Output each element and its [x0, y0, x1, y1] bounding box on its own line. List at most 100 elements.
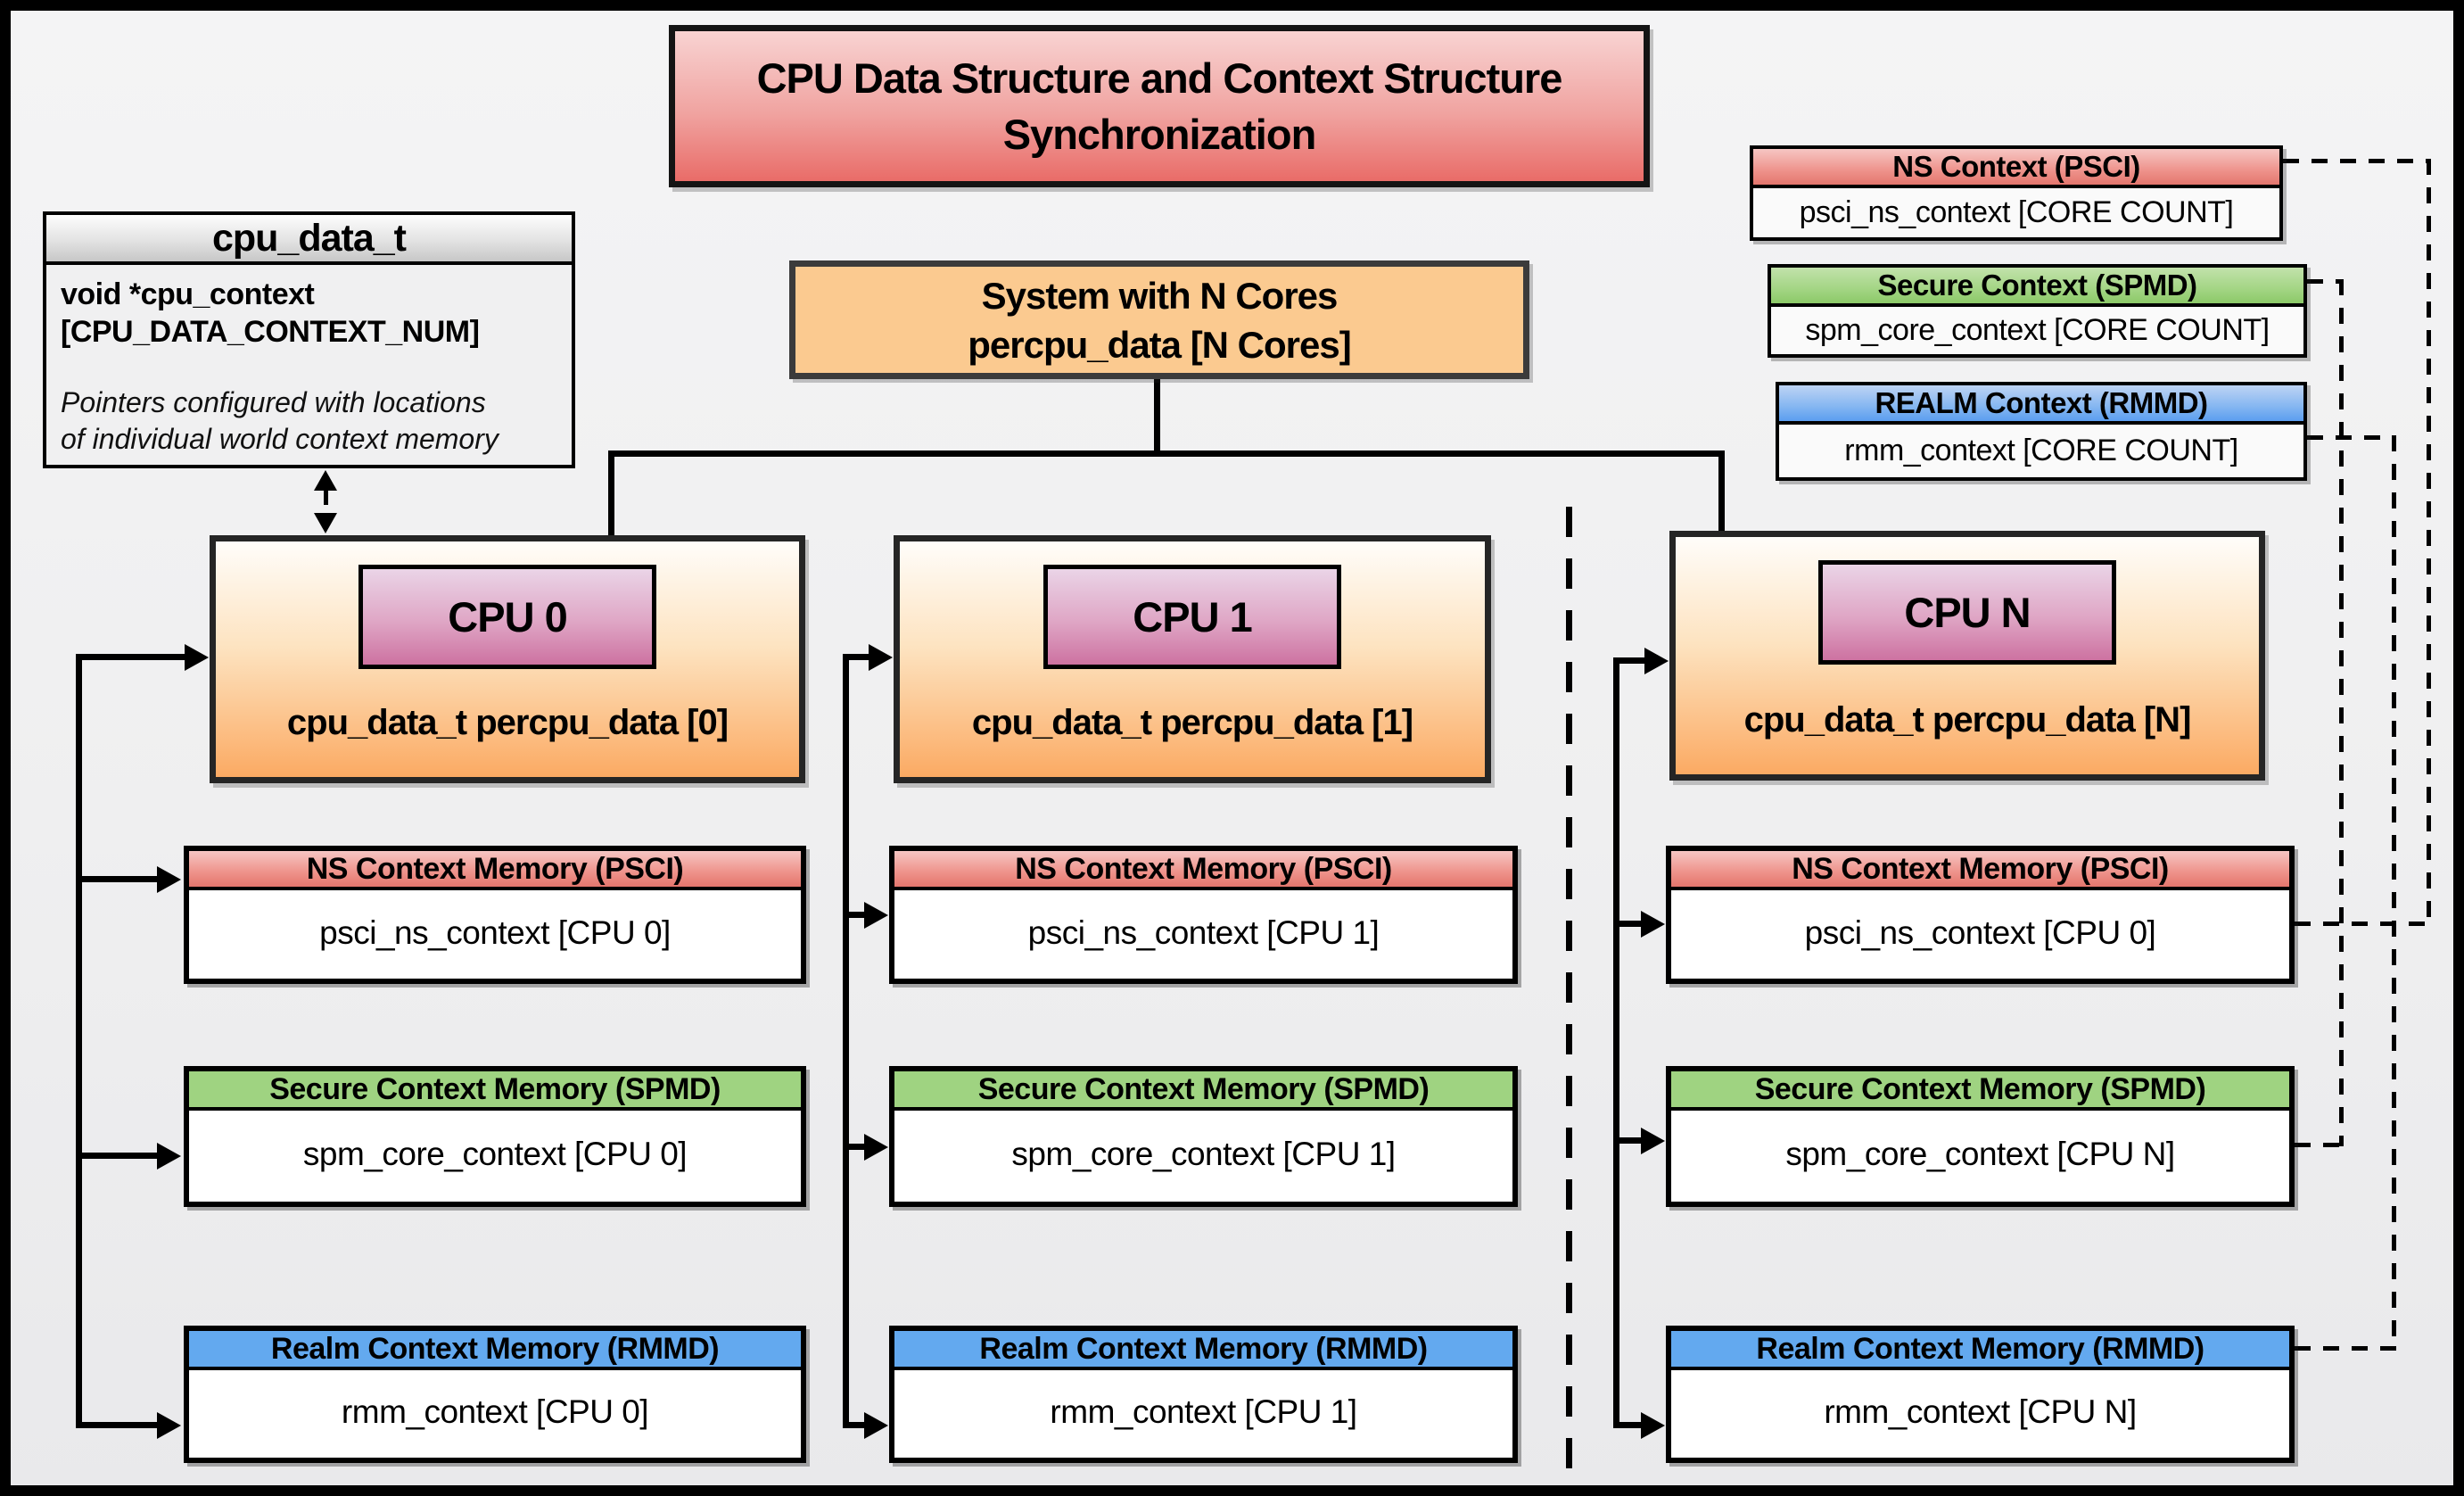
cpu0-ns-arrow-line	[82, 876, 157, 882]
branch-horizontal-line	[608, 450, 1725, 457]
legend-realm-body: rmm_context [CORE COUNT]	[1779, 425, 2303, 477]
cpu1-realm-context-memory-box: Realm Context Memory (RMMD) rmm_context …	[889, 1326, 1518, 1463]
legend-secure-dashed-horizontal	[2307, 279, 2343, 284]
system-box: System with N Cores percpu_data [N Cores…	[789, 260, 1529, 379]
legend-secure-body: spm_core_context [CORE COUNT]	[1771, 307, 2303, 354]
cpun-ns-arrow-line	[1619, 921, 1643, 927]
struct-note-line2: of individual world context memory	[61, 423, 499, 455]
legend-secure-dashed-vertical	[2339, 279, 2344, 1146]
cpu0-ns-header: NS Context Memory (PSCI)	[189, 851, 801, 890]
cpun-realm-arrow-line	[1619, 1422, 1643, 1428]
cpu0-realm-arrow-line	[82, 1422, 157, 1428]
legend-ns-context: NS Context (PSCI) psci_ns_context [CORE …	[1750, 145, 2283, 241]
cpun-secure-arrow-line	[1619, 1137, 1643, 1144]
cpu0-rail-line	[76, 654, 82, 1428]
struct-note-line1: Pointers configured with locations	[61, 386, 486, 418]
cpu0-box: CPU 0 cpu_data_t percpu_data [0]	[210, 535, 805, 783]
cpu1-data-label: cpu_data_t percpu_data [1]	[971, 703, 1413, 742]
cpu1-realm-arrow-line	[849, 1422, 866, 1428]
struct-header: cpu_data_t	[46, 215, 572, 265]
cpu0-realm-arrow-icon	[157, 1412, 181, 1439]
struct-field: void *cpu_context [CPU_DATA_CONTEXT_NUM]	[61, 276, 557, 351]
diagram-title-box: CPU Data Structure and Context Structure…	[669, 25, 1650, 187]
cpu1-name: CPU 1	[1133, 593, 1252, 641]
cpu0-secure-arrow-icon	[157, 1143, 181, 1170]
cpun-secure-context-memory-box: Secure Context Memory (SPMD) spm_core_co…	[1666, 1066, 2295, 1207]
cpun-chip: CPU N	[1818, 560, 2116, 665]
cpu1-realm-arrow-icon	[864, 1412, 888, 1439]
struct-link-down-arrow-icon	[314, 513, 337, 533]
cpun-secure-header: Secure Context Memory (SPMD)	[1671, 1071, 2289, 1111]
cpun-arrow-icon	[1644, 648, 1669, 674]
column-separator-dashed-line	[1566, 507, 1572, 1481]
cpun-rail-line	[1613, 657, 1619, 1428]
cpun-secure-arrow-icon	[1641, 1128, 1665, 1154]
cpun-ns-body: psci_ns_context [CPU 0]	[1804, 913, 2156, 951]
branch-right-drop-line	[1718, 450, 1725, 533]
branch-left-drop-line	[608, 450, 614, 537]
legend-ns-body: psci_ns_context [CORE COUNT]	[1753, 188, 2279, 237]
legend-ns-dashed-horizontal	[2283, 159, 2431, 163]
cpu0-ns-body: psci_ns_context [CPU 0]	[319, 913, 671, 951]
cpu1-ns-context-memory-box: NS Context Memory (PSCI) psci_ns_context…	[889, 846, 1518, 984]
cpu0-realm-context-memory-box: Realm Context Memory (RMMD) rmm_context …	[184, 1326, 806, 1463]
system-drop-line	[1154, 379, 1160, 455]
cpu1-ns-header: NS Context Memory (PSCI)	[894, 851, 1512, 890]
legend-secure-header: Secure Context (SPMD)	[1771, 268, 2303, 307]
struct-link-up-arrow-icon	[314, 470, 337, 491]
cpu1-rail-line	[843, 654, 849, 1428]
cpun-secure-body: spm_core_context [CPU N]	[1785, 1136, 2175, 1172]
cpu1-realm-header: Realm Context Memory (RMMD)	[894, 1331, 1512, 1370]
cpu0-secure-context-memory-box: Secure Context Memory (SPMD) spm_core_co…	[184, 1066, 806, 1207]
cpun-ns-header: NS Context Memory (PSCI)	[1671, 851, 2289, 890]
cpu0-ns-context-memory-box: NS Context Memory (PSCI) psci_ns_context…	[184, 846, 806, 984]
cpu1-secure-context-memory-box: Secure Context Memory (SPMD) spm_core_co…	[889, 1066, 1518, 1207]
legend-realm-header: REALM Context (RMMD)	[1779, 385, 2303, 425]
cpu0-secure-header: Secure Context Memory (SPMD)	[189, 1071, 801, 1111]
cpu1-chip: CPU 1	[1043, 565, 1341, 669]
cpu1-secure-arrow-icon	[864, 1134, 888, 1161]
cpu1-arrow-icon	[869, 644, 893, 671]
cpu1-ns-body: psci_ns_context [CPU 1]	[1027, 913, 1380, 951]
cpun-ns-dashed-horizontal	[2295, 922, 2431, 926]
cpun-secure-dashed-horizontal	[2295, 1143, 2344, 1147]
cpu0-chip: CPU 0	[358, 565, 656, 669]
cpu1-secure-header: Secure Context Memory (SPMD)	[894, 1071, 1512, 1111]
cpun-realm-dashed-horizontal	[2295, 1346, 2396, 1351]
cpu0-secure-arrow-line	[82, 1153, 157, 1159]
legend-secure-context: Secure Context (SPMD) spm_core_context […	[1768, 264, 2307, 358]
cpu1-ns-arrow-line	[849, 912, 866, 918]
cpun-ns-arrow-icon	[1641, 911, 1665, 938]
cpu0-secure-body: spm_core_context [CPU 0]	[302, 1136, 688, 1172]
cpun-realm-context-memory-box: Realm Context Memory (RMMD) rmm_context …	[1666, 1326, 2295, 1463]
cpu0-ns-arrow-icon	[157, 866, 181, 893]
cpun-box: CPU N cpu_data_t percpu_data [N]	[1669, 531, 2265, 781]
cpu1-realm-body: rmm_context [CPU 1]	[1050, 1393, 1357, 1430]
cpu0-realm-body: rmm_context [CPU 0]	[341, 1393, 649, 1430]
cpu0-arrow-icon	[185, 644, 209, 671]
cpun-data-label: cpu_data_t percpu_data [N]	[1743, 700, 2192, 740]
cpu1-secure-body: spm_core_context [CPU 1]	[1011, 1136, 1396, 1172]
struct-link-dashed-line	[324, 489, 328, 516]
cpu0-realm-header: Realm Context Memory (RMMD)	[189, 1331, 801, 1370]
struct-field-line2: [CPU_DATA_CONTEXT_NUM]	[61, 315, 480, 349]
system-box-label: System with N Cores percpu_data [N Cores…	[968, 271, 1351, 369]
cpu1-ns-arrow-icon	[864, 902, 888, 929]
legend-ns-dashed-vertical	[2427, 159, 2431, 926]
cpu0-arrow-line	[82, 654, 185, 660]
cpu0-data-label: cpu_data_t percpu_data [0]	[286, 703, 729, 742]
diagram-title: CPU Data Structure and Context Structure…	[756, 54, 1563, 158]
system-line2: percpu_data [N Cores]	[968, 323, 1351, 366]
cpu-data-t-struct-box: cpu_data_t void *cpu_context [CPU_DATA_C…	[43, 211, 575, 468]
cpu0-name: CPU 0	[448, 593, 567, 641]
legend-realm-context: REALM Context (RMMD) rmm_context [CORE C…	[1776, 382, 2307, 481]
struct-body: void *cpu_context [CPU_DATA_CONTEXT_NUM]…	[46, 265, 572, 458]
cpun-realm-arrow-icon	[1641, 1412, 1665, 1439]
system-line1: System with N Cores	[981, 274, 1339, 317]
cpu1-arrow-line	[849, 654, 870, 660]
struct-field-line1: void *cpu_context	[61, 277, 315, 311]
cpun-name: CPU N	[1904, 589, 2031, 636]
struct-note: Pointers configured with locations of in…	[61, 384, 557, 458]
cpun-arrow-line	[1619, 657, 1646, 664]
